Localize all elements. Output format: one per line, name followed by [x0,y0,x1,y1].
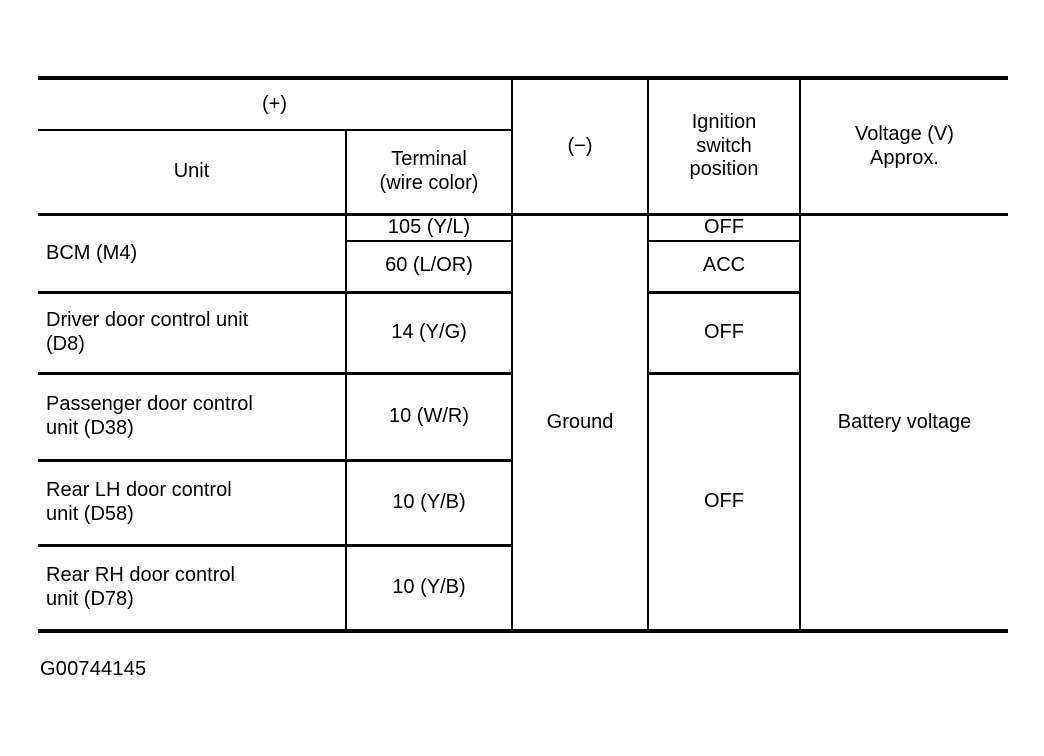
header-negative: (−) [512,78,649,216]
cell-ground: Ground [512,214,649,631]
cell-ignition-off-3: OFF [648,373,801,631]
cell-unit-passenger-door-line2: unit (D38) [46,416,134,439]
cell-terminal-60: 60 (L/OR) [346,240,513,294]
cell-ignition-off-1: OFF [648,214,801,242]
cell-unit-driver-door-line2: (D8) [46,332,85,355]
table-row: BCM (M4) 105 (Y/L) Ground OFF Battery vo… [38,214,1008,631]
cell-unit-driver-door: Driver door control unit (D8) [38,292,347,375]
cell-terminal-10-yb-rh: 10 (Y/B) [346,545,513,631]
table-row: Driver door control unit (D8) 14 (Y/G) O… [38,292,1008,375]
table-row: Passenger door control unit (D38) 10 (W/… [38,373,1008,631]
cell-unit-rear-lh-door-line1: Rear LH door control [46,479,232,501]
cell-unit-rear-rh-door-line2: unit (D78) [46,587,134,610]
cell-ignition-off-2: OFF [648,292,801,375]
cell-ignition-acc: ACC [648,240,801,294]
header-terminal-line2: (wire color) [379,172,479,194]
header-unit: Unit [38,130,347,216]
header-voltage-approx: Voltage (V) Approx. [800,78,1008,216]
header-ignition-line1: Ignition [691,111,757,134]
cell-terminal-10-wr: 10 (W/R) [346,373,513,462]
header-positive-group: (+) [38,78,513,131]
cell-unit-rear-rh-door-line1: Rear RH door control [46,564,235,586]
table-row: 60 (L/OR) ACC [38,240,1008,294]
cell-terminal-105: 105 (Y/L) [346,214,513,242]
cell-battery-voltage: Battery voltage [837,410,972,433]
header-ignition-line2: switch [696,134,752,157]
cell-terminal-10-yb-lh: 10 (Y/B) [346,460,513,547]
cell-unit-rear-lh-door: Rear LH door control unit (D58) [38,460,347,547]
header-terminal: Terminal (wire color) [346,130,513,216]
cell-unit-driver-door-line1: Driver door control unit [46,309,249,331]
figure-caption: G00744145 [40,658,147,680]
header-ignition-switch-position: Ignition switch position [648,78,801,216]
voltage-spec-table: (+) (−) Ignition switch position Voltage… [38,76,1008,633]
cell-unit-passenger-door: Passenger door control unit (D38) [38,373,347,462]
header-row-group: (+) (−) Ignition switch position Voltage… [38,78,1008,216]
cell-unit-rear-lh-door-line2: unit (D58) [46,502,134,525]
table-row: Rear LH door control unit (D58) 10 (Y/B) [38,460,1008,547]
header-row-subcolumns: Unit Terminal (wire color) [38,130,1008,216]
header-voltage-line1: Voltage (V) [855,122,954,145]
header-ignition-line3: position [689,158,759,181]
cell-terminal-14: 14 (Y/G) [346,292,513,375]
table-row: Rear RH door control unit (D78) 10 (Y/B) [38,545,1008,631]
cell-unit-passenger-door-line1: Passenger door control [46,393,253,415]
cell-unit-bcm: BCM (M4) [38,214,347,294]
header-voltage-line2: Approx. [870,146,939,169]
header-terminal-line1: Terminal [391,148,467,171]
cell-unit-rear-rh-door: Rear RH door control unit (D78) [38,545,347,631]
